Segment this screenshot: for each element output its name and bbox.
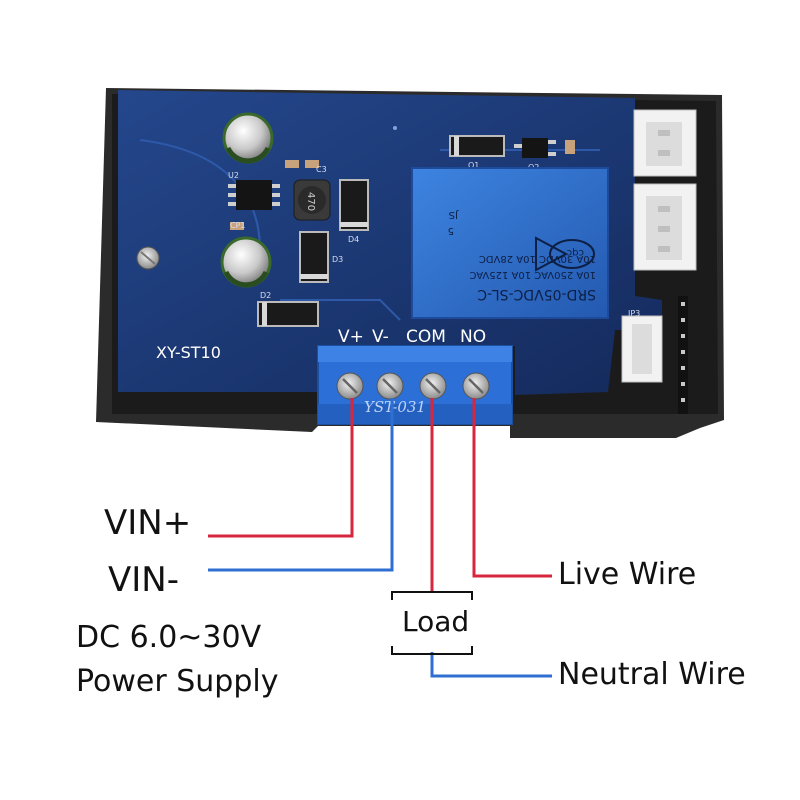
relay-mark-5: 5 [448, 225, 454, 236]
terminal-screw-com[interactable] [419, 372, 447, 400]
label-q1: Q1 [468, 161, 479, 170]
wire-vin-minus [208, 398, 394, 572]
transistor-q2 [514, 138, 556, 158]
smd-parts [230, 140, 575, 230]
neutral-wire-label: Neutral Wire [558, 657, 746, 692]
relay-rating-dc: 10A 30VDC 10A 28VDC [479, 253, 596, 264]
terminal-label-vminus: V- [372, 327, 389, 347]
diode-d2 [257, 301, 319, 327]
terminal-label-vplus: V+ [338, 327, 364, 347]
relay-rating-ac: 10A 250VAC 10A 125VAC [469, 269, 596, 280]
diode-d3 [299, 231, 329, 283]
pin-header [678, 296, 688, 414]
terminal-label-no: NO [460, 327, 486, 347]
live-wire-label: Live Wire [558, 557, 697, 592]
relay-mark-js: JS [449, 209, 459, 220]
relay-logo: cqc [567, 247, 584, 258]
label-d3: D3 [332, 255, 343, 264]
capacitor-top [222, 112, 274, 164]
relay: SRD-05VDC-SL-C 10A 250VAC 10A 125VAC 10A… [411, 167, 609, 319]
label-cp1: CP1 [230, 221, 246, 230]
relay-model: SRD-05VDC-SL-C [477, 286, 596, 302]
vin-plus-label: VIN+ [104, 503, 192, 543]
label-d4: D4 [348, 235, 359, 244]
terminal-screw-no[interactable] [462, 372, 490, 400]
supply-voltage-label: DC 6.0~30V [76, 620, 262, 655]
wires [208, 398, 552, 678]
wire-vin-plus [208, 398, 354, 538]
supply-type-label: Power Supply [76, 664, 279, 699]
jst-connector-top [633, 109, 697, 177]
terminal-label-com: COM [406, 327, 446, 347]
inductor-value: 470 [305, 192, 316, 211]
load-label: Load [402, 605, 470, 638]
label-u2: U2 [228, 171, 239, 180]
cqc-logo-icon: cqc [535, 236, 595, 272]
terminal-screw-vminus[interactable] [376, 372, 404, 400]
load-box [391, 591, 473, 655]
watermark: YST-031 [364, 398, 426, 416]
vin-minus-label: VIN- [108, 560, 179, 600]
wire-load-neutral [430, 652, 552, 678]
label-d2: D2 [260, 291, 271, 300]
terminal-screw-vplus[interactable] [336, 372, 364, 400]
regulator-ic [228, 180, 280, 210]
jst-connector-middle [633, 183, 697, 271]
label-c3: C3 [316, 165, 327, 174]
model-label: XY-ST10 [156, 343, 221, 362]
label-jp3: JP3 [627, 309, 640, 318]
capacitor-bottom [220, 236, 272, 288]
wire-no-live [472, 398, 552, 578]
diode-d4 [339, 179, 369, 231]
inductor [293, 179, 331, 221]
diode-q1 [449, 135, 505, 157]
jst-connector-small [621, 315, 663, 383]
mounting-screw [136, 246, 160, 270]
